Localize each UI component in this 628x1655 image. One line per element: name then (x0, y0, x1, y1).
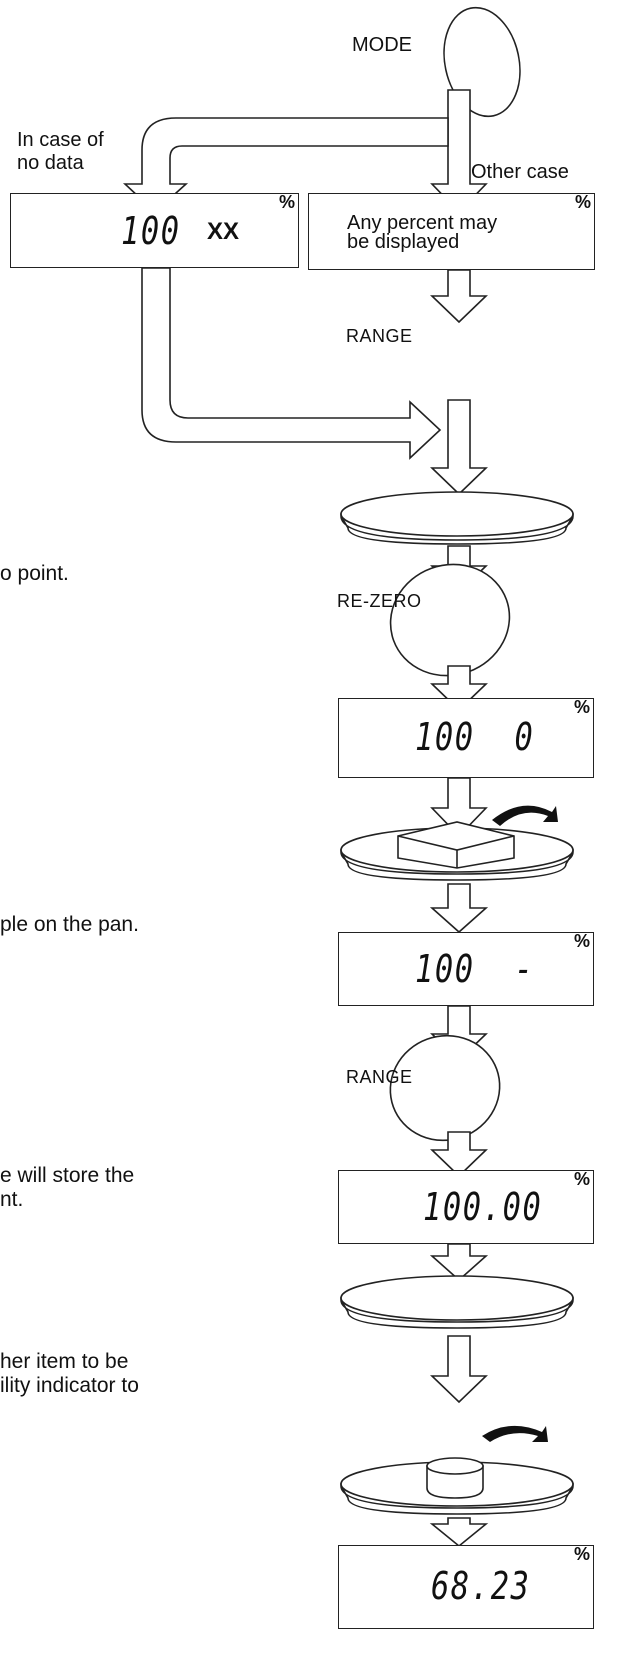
display-value: 100 0 (415, 715, 535, 759)
mode-button[interactable] (434, 1, 529, 124)
arrow-display-to-pan-sample (430, 777, 488, 838)
range-label: RANGE (346, 326, 413, 346)
display-after-range: % 100.00 (338, 1169, 594, 1244)
arrow-pan-to-final-display (429, 1517, 489, 1548)
arrow-rezero-to-display (430, 665, 488, 712)
percent-icon: % (573, 931, 590, 951)
range-label-2: RANGE (346, 1067, 413, 1087)
instruction-rezero: o point. (0, 562, 69, 585)
arrow-other-to-range (430, 269, 488, 324)
display-value: 100 - (415, 947, 535, 991)
display-value: 100.00 (423, 1185, 543, 1229)
other-case-label: Other case (471, 161, 569, 183)
display-suffix: XX (207, 218, 240, 245)
percent-icon: % (574, 192, 591, 212)
instruction-store: e will store the nt. (0, 1164, 135, 1212)
percent-icon: % (573, 1169, 590, 1189)
arrow-pan-to-pan-item (430, 1335, 488, 1404)
instruction-sample: ple on the pan. (0, 913, 139, 936)
arrow-display-to-pan-empty (429, 1243, 489, 1282)
display-after-sample: % 100 - (338, 931, 594, 1006)
arrow-range-to-display (430, 1131, 488, 1178)
arrow-pan-to-display-dash (429, 883, 489, 934)
rezero-label: RE-ZERO (337, 591, 422, 611)
place-sample-arrow-icon (492, 805, 558, 826)
instruction-item: her item to be ility indicator to (0, 1350, 139, 1398)
weighing-pan-empty (340, 491, 574, 545)
display-no-data: % 100 XX (10, 192, 299, 268)
percent-icon: % (573, 1544, 590, 1564)
percent-icon: % (278, 192, 295, 212)
display-value: 68.23 (431, 1564, 531, 1608)
weighing-pan-empty-2 (340, 1275, 574, 1329)
percent-icon: % (573, 697, 590, 717)
arrow-range-to-pan (430, 399, 488, 496)
arrow-no-data-return (141, 267, 442, 460)
no-data-case-label: In case of no data (17, 129, 104, 174)
display-value: 100 (121, 209, 181, 253)
display-after-rezero: % 100 0 (338, 697, 594, 778)
weighing-pan-with-item (340, 1457, 574, 1515)
display-other-case: % Any percent may be displayed (308, 192, 595, 270)
display-final: % 68.23 (338, 1544, 594, 1629)
mode-label: MODE (352, 34, 412, 56)
weighing-pan-with-sample (340, 821, 574, 881)
range-button-2[interactable] (376, 1020, 515, 1155)
display-other-text: Any percent may be displayed (347, 212, 498, 253)
place-item-arrow-icon (482, 1425, 548, 1442)
